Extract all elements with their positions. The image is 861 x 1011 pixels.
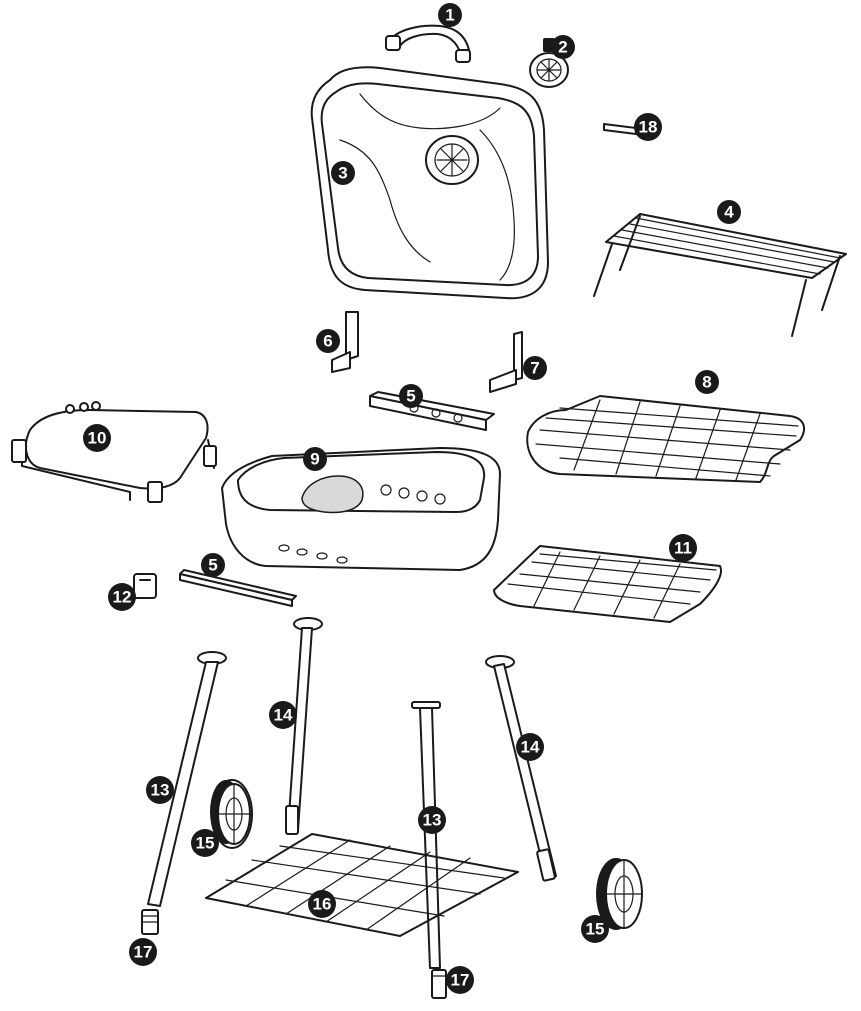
part-wheel-left: [210, 779, 253, 849]
callout-14-right-label: 14: [521, 738, 540, 757]
part-vent-plate-upper: [369, 391, 495, 431]
part-lid-vent: [529, 38, 569, 88]
part-leg-cap-left: [141, 909, 159, 935]
part-firebox: [221, 447, 501, 571]
callout-12: 12: [108, 583, 136, 611]
callout-13-left-label: 13: [151, 781, 170, 800]
part-right-bracket: [489, 331, 523, 393]
callout-17-right-label: 17: [451, 971, 470, 990]
callout-14-left: 14: [269, 701, 297, 729]
callout-4-label: 4: [724, 203, 734, 222]
callout-15-left: 15: [191, 829, 219, 857]
callout-7-label: 7: [530, 359, 539, 378]
part-wheel-right: [596, 858, 643, 930]
callout-6: 6: [316, 329, 340, 353]
callout-15-right: 15: [581, 915, 609, 943]
callout-10-label: 10: [88, 429, 107, 448]
part-bottom-shelf: [205, 833, 519, 937]
callout-10: 10: [83, 424, 111, 452]
callout-9: 9: [303, 447, 327, 471]
callout-14-right: 14: [516, 733, 544, 761]
callout-5-lower-label: 5: [208, 556, 217, 575]
callout-18-label: 18: [639, 118, 658, 137]
part-left-bracket: [331, 311, 359, 373]
callout-4: 4: [717, 200, 741, 224]
callout-17-left-label: 17: [134, 943, 153, 962]
callout-13-right-label: 13: [423, 811, 442, 830]
part-leg-rear-left: [147, 651, 227, 907]
callout-5-upper: 5: [399, 384, 423, 408]
part-lid-handle: [385, 24, 471, 63]
part-leg-front-left: [285, 617, 323, 835]
part-leg-rear-right: [411, 701, 441, 969]
callout-13-left: 13: [146, 776, 174, 804]
callout-15-right-label: 15: [586, 920, 605, 939]
part-cooking-grate: [526, 395, 806, 483]
callout-15-left-label: 15: [196, 834, 215, 853]
callout-16: 16: [308, 890, 336, 918]
callout-9-label: 9: [310, 450, 319, 469]
callout-17-right: 17: [446, 966, 474, 994]
callout-1-label: 1: [445, 6, 454, 25]
callout-13-right: 13: [418, 806, 446, 834]
part-side-table: [11, 401, 217, 503]
callout-3: 3: [331, 161, 355, 185]
callout-6-label: 6: [323, 332, 332, 351]
part-ash-handle: [133, 573, 157, 599]
part-vent-plate-lower: [179, 569, 297, 607]
callout-1: 1: [438, 3, 462, 27]
callout-7: 7: [523, 356, 547, 380]
part-charcoal-grate: [493, 545, 722, 623]
callout-2: 2: [551, 35, 575, 59]
callout-14-left-label: 14: [274, 706, 293, 725]
callout-11: 11: [669, 534, 697, 562]
callout-8-label: 8: [702, 373, 711, 392]
part-leg-cap-right: [431, 969, 447, 999]
part-hinge-pin: [603, 123, 637, 135]
callout-12-label: 12: [113, 588, 132, 607]
callout-16-label: 16: [313, 895, 332, 914]
callout-5-lower: 5: [201, 553, 225, 577]
callout-5-upper-label: 5: [406, 387, 415, 406]
part-warming-rack: [593, 213, 847, 337]
part-leg-front-right: [485, 655, 557, 882]
part-lid: [310, 66, 549, 300]
callout-8: 8: [695, 370, 719, 394]
callout-3-label: 3: [338, 164, 347, 183]
callout-18: 18: [634, 113, 662, 141]
callout-11-label: 11: [674, 539, 692, 558]
callout-17-left: 17: [129, 938, 157, 966]
callout-2-label: 2: [558, 38, 567, 57]
